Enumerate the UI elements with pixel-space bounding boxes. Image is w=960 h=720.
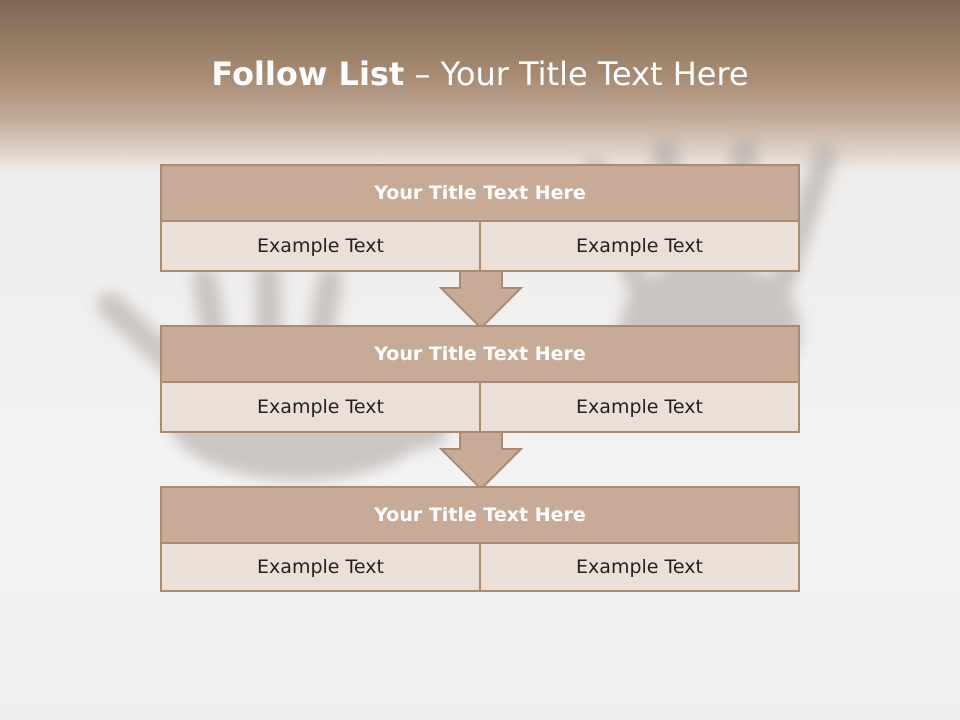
step-title: Your Title Text Here [162, 488, 798, 544]
step-row: Example Text Example Text [162, 544, 798, 590]
slide-title: Follow List – Your Title Text Here [0, 55, 960, 93]
step-left-text: Example Text [162, 383, 479, 431]
step-right-text: Example Text [479, 222, 798, 270]
step-row: Example Text Example Text [162, 222, 798, 270]
step-box-1: Your Title Text Here Example Text Exampl… [160, 164, 800, 272]
slide-title-bold: Follow List [211, 55, 405, 93]
step-box-3: Your Title Text Here Example Text Exampl… [160, 486, 800, 592]
down-arrow-icon [438, 270, 524, 330]
step-row: Example Text Example Text [162, 383, 798, 431]
down-arrow-icon [438, 431, 524, 491]
header-band [0, 0, 960, 170]
step-left-text: Example Text [162, 544, 479, 590]
step-right-text: Example Text [479, 544, 798, 590]
step-title: Your Title Text Here [162, 166, 798, 222]
slide-title-rest: – Your Title Text Here [404, 55, 749, 93]
step-right-text: Example Text [479, 383, 798, 431]
step-left-text: Example Text [162, 222, 479, 270]
step-title: Your Title Text Here [162, 327, 798, 383]
step-box-2: Your Title Text Here Example Text Exampl… [160, 325, 800, 433]
